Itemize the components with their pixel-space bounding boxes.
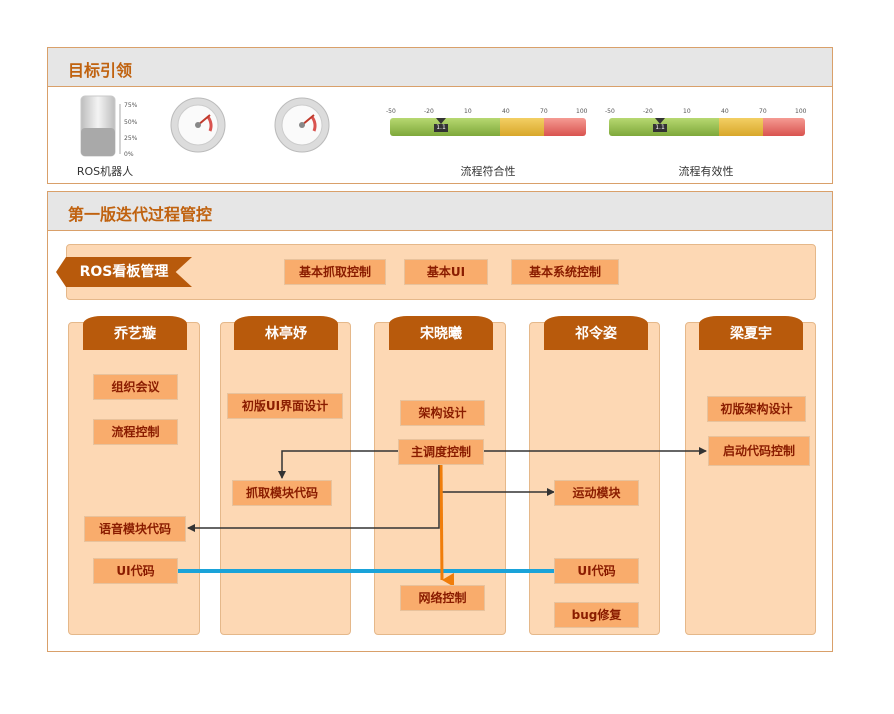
effectiveness-tick: -20 — [643, 108, 653, 115]
robot-label: ROS机器人 — [76, 165, 134, 178]
effectiveness-marker: 1.1 — [653, 124, 667, 132]
top-box-basic-ui[interactable]: 基本UI — [404, 259, 488, 285]
tube-tick-25: 25% — [124, 135, 138, 142]
goal-panel-header: 目标引领 — [48, 48, 832, 87]
effectiveness-gauge: -50 -20 10 40 70 100 1.1 — [605, 108, 807, 140]
link-to-network-ctrl — [439, 463, 455, 587]
compliance-tick: 100 — [576, 108, 588, 115]
task-boot-code-control[interactable]: 启动代码控制 — [708, 436, 810, 466]
effectiveness-tick: 40 — [721, 108, 729, 115]
link-to-voice-module — [187, 464, 440, 532]
task-initial-architecture[interactable]: 初版架构设计 — [707, 396, 806, 422]
column-header-liangxiayu: 梁夏宇 — [699, 316, 803, 350]
task-ui-code-1[interactable]: UI代码 — [93, 558, 178, 584]
kanban-banner: ROS看板管理 — [56, 257, 192, 287]
compliance-tick: 70 — [540, 108, 548, 115]
compliance-tick: -20 — [424, 108, 434, 115]
effectiveness-tick: 10 — [683, 108, 691, 115]
task-main-scheduler[interactable]: 主调度控制 — [398, 439, 484, 465]
top-box-grab-control[interactable]: 基本抓取控制 — [284, 259, 386, 285]
tube-tick-75: 75% — [124, 102, 138, 109]
task-initial-ui-design[interactable]: 初版UI界面设计 — [227, 393, 343, 419]
effectiveness-label: 流程有效性 — [678, 165, 734, 178]
column-header-songxiaoxi: 宋晓曦 — [389, 316, 493, 350]
robot-tube-gauge — [80, 95, 121, 157]
compliance-marker: 1.1 — [434, 124, 448, 132]
column-header-qiaoyixuan: 乔艺璇 — [83, 316, 187, 350]
compliance-gauge: -50 -20 10 40 70 100 1.1 — [386, 108, 588, 140]
compliance-label: 流程符合性 — [460, 165, 516, 178]
tube-tick-0: 0% — [124, 151, 134, 158]
task-ui-code-2[interactable]: UI代码 — [554, 558, 639, 584]
task-grab-module-code[interactable]: 抓取模块代码 — [232, 480, 332, 506]
iteration-panel-header: 第一版迭代过程管控 — [48, 192, 832, 231]
compliance-tick: 40 — [502, 108, 510, 115]
link-to-motion-module — [440, 464, 555, 496]
compliance-tick: 10 — [464, 108, 472, 115]
round-gauge-2 — [274, 97, 330, 153]
compliance-tick: -50 — [386, 108, 396, 115]
column-header-lintingyu: 林亭妤 — [234, 316, 338, 350]
task-process-control[interactable]: 流程控制 — [93, 419, 178, 445]
task-network-control[interactable]: 网络控制 — [400, 585, 485, 611]
task-architecture-design[interactable]: 架构设计 — [400, 400, 485, 426]
effectiveness-tick: 100 — [795, 108, 807, 115]
tube-tick-50: 50% — [124, 119, 138, 126]
top-box-system-control[interactable]: 基本系统控制 — [511, 259, 619, 285]
task-organize-meeting[interactable]: 组织会议 — [93, 374, 178, 400]
iteration-panel-title: 第一版迭代过程管控 — [68, 205, 213, 224]
task-motion-module[interactable]: 运动模块 — [554, 480, 639, 506]
round-gauge-1 — [170, 97, 226, 153]
task-voice-module-code[interactable]: 语音模块代码 — [84, 516, 186, 542]
effectiveness-tick: -50 — [605, 108, 615, 115]
goal-panel-title: 目标引领 — [68, 61, 133, 80]
column-header-qilingzi: 祁令姿 — [544, 316, 648, 350]
task-bug-fix[interactable]: bug修复 — [554, 602, 639, 628]
link-to-grab-code — [278, 450, 399, 479]
effectiveness-tick: 70 — [759, 108, 767, 115]
column-liangxiayu — [685, 322, 816, 635]
